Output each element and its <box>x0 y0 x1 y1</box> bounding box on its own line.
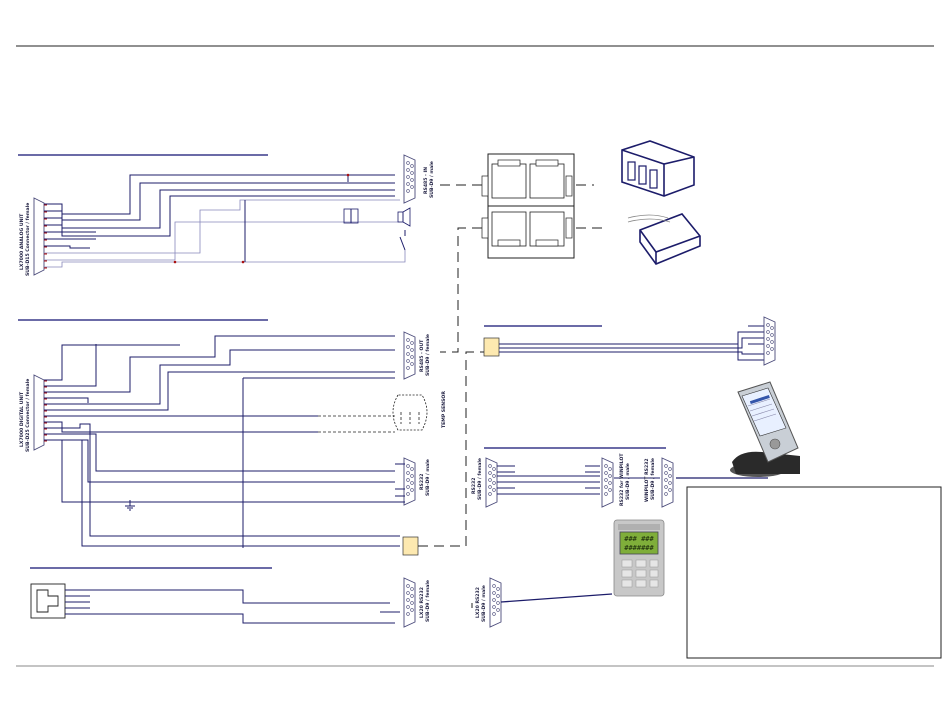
analog-unit-conn-label: SUB-D15 Connector / female <box>25 203 31 276</box>
lx20-rs232-b-connector <box>489 577 502 628</box>
rs485-in-label: RS485 - IN <box>423 167 429 194</box>
winpilot-rs232-connector <box>661 457 674 508</box>
variometer-instrument-icon <box>621 140 695 197</box>
rs232-mid-wiring <box>497 465 768 495</box>
speaker-icon <box>397 207 411 227</box>
rs485-in-sub-label: SUB-D9 / male <box>429 161 435 198</box>
handheld-device-icon: ### ### ####### <box>613 519 665 597</box>
lx20-to-handheld-wire <box>500 593 613 603</box>
digital-wiring <box>44 335 400 548</box>
rs232-wiring <box>215 463 405 503</box>
digital-unit-connector <box>33 374 47 451</box>
temp-sensor-label: TEMP SENSOR <box>441 391 447 428</box>
rs232-winpilot-label: RS232 for WINPILOT <box>619 453 625 506</box>
dashed-cables <box>418 184 604 547</box>
lx20-rs232-b-sub-label: SUB-D9 / male <box>481 585 487 622</box>
analog-unit-connector <box>33 197 47 276</box>
lx20-jack-icon <box>30 583 66 619</box>
lx20-rs232-sub-label: SUB-D9 / female <box>425 580 431 622</box>
lx20-wiring <box>65 589 400 624</box>
rs485-out-label: RS485 - OUT <box>419 339 425 372</box>
analog-unit-label: LX7000 ANALOG UNIT <box>19 213 25 270</box>
winpilot-rs232-label: WINPILOT RS232 <box>644 458 650 502</box>
rs232-connector <box>403 457 416 506</box>
rs485-in-connector <box>403 154 416 204</box>
lx20-rs232-label: LX20 RS232 <box>419 587 425 618</box>
lcd-line2: ####### <box>624 544 654 552</box>
digital-unit-label: LX7000 DIGITAL UNIT <box>19 391 25 447</box>
rs232-winpilot-sub-label: SUB-D9 / male <box>625 463 631 500</box>
temp-sensor-icon <box>392 394 428 431</box>
rs232-mid-connector <box>485 457 498 508</box>
rs232-sub-label: SUB-D9 / male <box>425 459 431 496</box>
ground-icon <box>125 500 135 511</box>
lcd-line1: ### ### <box>624 535 654 543</box>
analog-wiring <box>44 173 406 268</box>
notes-box <box>686 486 942 659</box>
digital-unit-conn-label: SUB-D25 Connector / female <box>25 379 31 452</box>
junction-box-upper <box>483 337 500 357</box>
lx20-rs232-connector <box>403 577 416 628</box>
output-wiring <box>499 325 764 361</box>
rs485-out-sub-label: SUB-D9 / female <box>425 334 431 376</box>
compass-box-icon <box>627 213 701 265</box>
rs485-out-connector <box>403 331 416 380</box>
winpilot-rs232-sub-label: SUB-D9 / female <box>650 458 656 500</box>
output-connector <box>763 316 776 366</box>
junction-box-lower <box>402 536 419 556</box>
rs232-mid-sub-label: SUB-D9 / female <box>477 458 483 500</box>
rs232-mid-label: RS232 <box>471 478 477 494</box>
rs232-label: RS232 <box>419 474 425 490</box>
switch-icon <box>399 230 406 251</box>
pda-icon <box>730 381 800 477</box>
lx20-rs232-b-label: LX20 RS232 <box>475 587 481 618</box>
rs232-winpilot-connector <box>601 457 614 508</box>
rs485-splitter-icon <box>481 153 575 259</box>
